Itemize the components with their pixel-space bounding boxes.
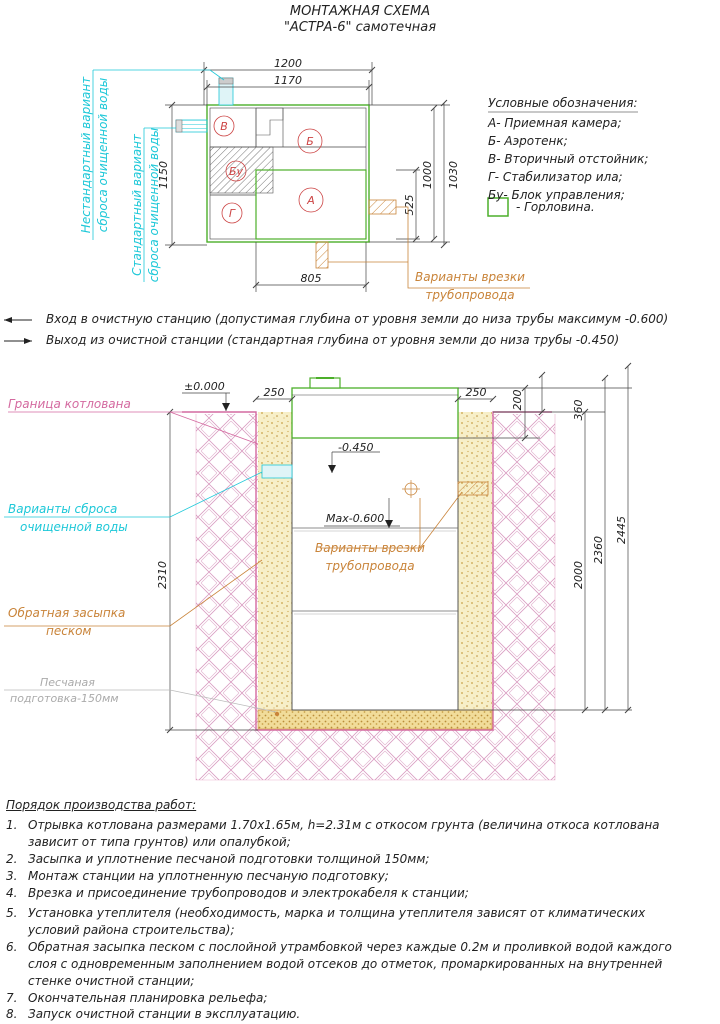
step-text-continuation: условий района строительства);: [28, 923, 235, 937]
step-number: 6.: [6, 940, 18, 954]
nonstandard-discharge-line2: сброса очищенной воды: [96, 78, 110, 232]
step-text: Окончательная планировка рельефа;: [28, 991, 268, 1005]
backfill-right: [458, 412, 492, 710]
step-text-continuation: зависит от типа грунтов) или опалубкой;: [28, 835, 291, 849]
dim-2000: 2000: [572, 561, 585, 589]
work-step: 2. Засыпка и уплотнение песчаной подготов…: [6, 852, 429, 866]
step-number: 3.: [6, 869, 18, 883]
diagram-title-line1: МОНТАЖНАЯ СХЕМА: [289, 4, 431, 19]
sand-label-line1: Песчаная: [40, 676, 95, 689]
inlet-description: Вход в очистную станцию (допустимая глуб…: [46, 312, 669, 326]
plan-view: В Б Бу Г А: [79, 57, 530, 302]
zone-label-bu: Бу: [229, 165, 244, 178]
work-step: 8. Запуск очистной станции в эксплуатацию…: [6, 1007, 300, 1021]
step-text: Монтаж станции на уплотненную песчаную п…: [28, 869, 389, 883]
section-pipe-left: [261, 464, 293, 479]
zone-label-g: Г: [229, 207, 236, 220]
legend-item: Г- Стабилизатор ила;: [488, 170, 623, 184]
legend-title: Условные обозначения:: [488, 96, 638, 110]
zero-level: ±0.000: [184, 380, 225, 393]
outlet-description: Выход из очистной станции (стандартная г…: [46, 333, 620, 347]
backfill-label-line1: Обратная засыпка: [8, 606, 125, 620]
section-pipe-variants-line1: Варианты врезки: [315, 541, 425, 555]
station-neck: [291, 387, 459, 439]
step-text: Обратная засыпка песком с послойной утра…: [28, 940, 672, 954]
zone-label-b: Б: [306, 135, 314, 148]
step-text-continuation: слоя с одновременным заполнением водой о…: [28, 957, 663, 971]
legend-item: В- Вторичный отстойник;: [488, 152, 649, 166]
section-pipe-right: [457, 481, 489, 496]
level-450: -0.450: [338, 441, 373, 454]
work-step: 1. Отрывка котлована размерами 1.70х1.65м…: [6, 818, 660, 832]
station-body: [291, 394, 459, 711]
sand-label-line2: подготовка-150мм: [10, 692, 119, 705]
standard-discharge-line1: Стандартный вариант: [130, 133, 144, 276]
dim-2310: 2310: [156, 561, 169, 589]
dim-2360: 2360: [592, 536, 605, 564]
step-number: 1.: [6, 818, 18, 832]
nonstandard-discharge-line1: Нестандартный вариант: [79, 76, 93, 233]
discharge-label-line2: очищенной воды: [20, 520, 128, 534]
dim-360: 360: [572, 400, 585, 421]
zone-label-a: А: [306, 194, 315, 207]
step-number: 7.: [6, 991, 18, 1005]
dim-1030: 1030: [447, 161, 460, 189]
dim-1150: 1150: [157, 161, 170, 189]
step-text: Установка утеплителя (необходимость, мар…: [28, 906, 646, 920]
work-step: 4. Врезка и присоединение трубопроводов и…: [6, 886, 469, 900]
legend-item: Б- Аэротенк;: [488, 134, 568, 148]
step-text-continuation: стенке очистной станции;: [28, 974, 195, 988]
step-text: Засыпка и уплотнение песчаной подготовки…: [28, 852, 430, 866]
step-text: Отрывка котлована размерами 1.70х1.65м, …: [28, 818, 660, 832]
diagram-title-line2: "АСТРА-6" самотечная: [283, 20, 437, 35]
work-order-title: Порядок производства работ:: [6, 798, 197, 812]
legend-item: А- Приемная камера;: [488, 116, 622, 130]
dim-250-left: 250: [264, 386, 285, 399]
step-text: Запуск очистной станции в эксплуатацию.: [28, 1007, 301, 1021]
plan-pipe-variants-line2: трубопровода: [425, 288, 514, 302]
backfill-label-line2: песком: [46, 624, 91, 638]
dim-1000: 1000: [421, 161, 434, 189]
legend-item: Бу- Блок управления;: [488, 188, 625, 202]
step-number: 2.: [6, 852, 18, 866]
step-number: 4.: [6, 886, 18, 900]
dim-200: 200: [511, 390, 524, 411]
dim-250-right: 250: [466, 386, 487, 399]
legend-neck-label: - Горловина.: [516, 200, 595, 214]
plan-body-outline: [206, 104, 370, 243]
legend-neck-swatch: [487, 197, 509, 217]
max-600: Max-0.600: [326, 512, 384, 525]
standard-discharge-line2: сброса очищенной воды: [147, 128, 161, 282]
sand-base: [257, 709, 493, 730]
plan-pipe-variants-line1: Варианты врезки: [415, 270, 525, 284]
step-text: Врезка и присоединение трубопроводов и э…: [28, 886, 469, 900]
step-number: 5.: [6, 906, 18, 920]
dim-2445: 2445: [615, 516, 628, 544]
work-step: 7. Окончательная планировка рельефа;: [6, 991, 267, 1005]
discharge-label-line1: Варианты сброса: [8, 502, 117, 516]
zone-label-v: В: [220, 120, 228, 133]
backfill-left: [258, 412, 292, 710]
work-step: 6. Обратная засыпка песком с послойной ут…: [6, 940, 672, 954]
dim-805: 805: [301, 272, 322, 285]
section-pipe-variants-line2: трубопровода: [325, 559, 414, 573]
neck-outline: [255, 169, 367, 240]
dim-1170: 1170: [274, 74, 302, 87]
pit-boundary-label: Граница котлована: [8, 397, 131, 411]
work-step: 5. Установка утеплителя (необходимость, м…: [6, 906, 645, 920]
work-step: 3. Монтаж станции на уплотненную песчаную…: [6, 869, 389, 883]
dim-525: 525: [403, 195, 416, 216]
pipe-right: [368, 199, 397, 215]
section-view: ±0.000 -0.450 Max-0.600 250 250 200 360 …: [4, 362, 632, 781]
pipe-bottom: [315, 241, 329, 269]
step-number: 8.: [6, 1007, 18, 1021]
dim-1200: 1200: [274, 57, 302, 70]
